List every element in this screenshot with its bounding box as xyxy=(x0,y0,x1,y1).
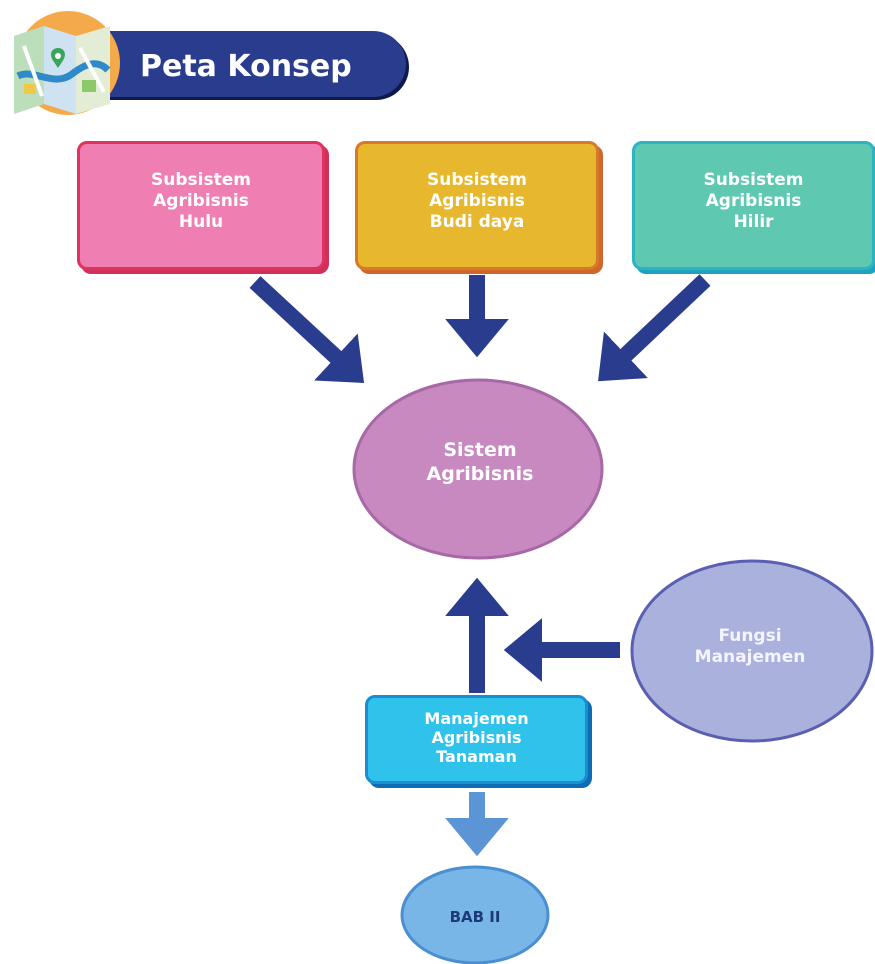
arrow-hilir-to-sistem xyxy=(598,274,711,382)
sistem-agribisnis-node xyxy=(352,378,604,560)
arrow-hulu-to-sistem xyxy=(249,276,365,384)
folded-map-icon xyxy=(14,11,120,115)
page-title: Peta Konsep xyxy=(140,49,352,84)
bab-ii-node xyxy=(400,865,550,964)
sistem-agribisnis-label: Sistem Agribisnis xyxy=(426,439,534,485)
fungsi-manajemen-label: Fungsi Manajemen xyxy=(694,626,806,667)
subsistem-budi-daya-box: Subsistem Agribisnis Budi daya xyxy=(355,141,599,270)
manajemen-agribisnis-box: Manajemen Agribisnis Tanaman xyxy=(365,695,588,784)
fungsi-manajemen-node xyxy=(630,559,874,743)
subsistem-hilir-box: Subsistem Agribisnis Hilir xyxy=(632,141,875,270)
bab-ii-label: BAB II xyxy=(449,908,501,926)
subsistem-hulu-box: Subsistem Agribisnis Hulu xyxy=(77,141,325,270)
header-banner xyxy=(84,31,406,97)
